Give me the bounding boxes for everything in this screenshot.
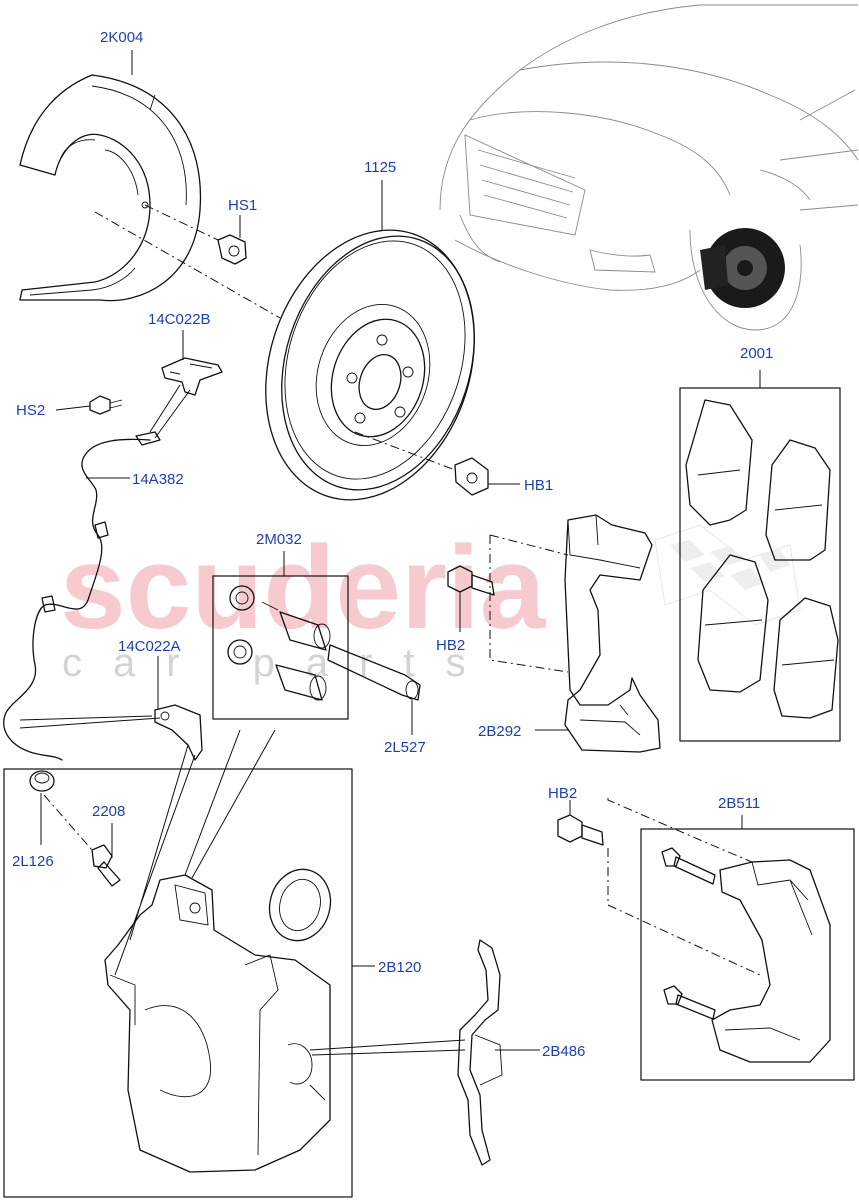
label-14A382: 14A382 bbox=[132, 471, 184, 488]
leader-lines bbox=[19, 50, 761, 1056]
label-HB2-bottom: HB2 bbox=[548, 785, 577, 802]
label-2B120: 2B120 bbox=[378, 959, 421, 976]
label-14C022B: 14C022B bbox=[148, 311, 211, 328]
part-14C022B-bracket bbox=[161, 357, 223, 396]
part-2B120-caliper bbox=[104, 868, 332, 1173]
part-1125-brake-disc bbox=[265, 229, 475, 501]
part-HB1-bolt bbox=[454, 457, 489, 496]
assembly-lines bbox=[43, 204, 761, 976]
callout-labels: 2K004 1125 HS1 14C022B HS2 14A382 2001 H… bbox=[12, 29, 773, 1060]
part-2M032-boot-kit bbox=[227, 585, 331, 701]
label-2L527: 2L527 bbox=[384, 739, 426, 756]
label-2B511: 2B511 bbox=[718, 795, 760, 812]
part-HB2-bolt-bottom bbox=[557, 814, 604, 846]
part-2001-brake-pads bbox=[685, 399, 839, 719]
part-HS1-bolt bbox=[217, 234, 247, 265]
vehicle-illustration bbox=[439, 4, 859, 331]
label-2M032: 2M032 bbox=[256, 531, 302, 548]
part-14C022A-bracket bbox=[154, 704, 203, 761]
box-2M032 bbox=[212, 575, 349, 720]
box-2B120 bbox=[3, 768, 353, 1198]
label-2L126: 2L126 bbox=[12, 853, 54, 870]
part-HB2-bolt-top bbox=[447, 565, 495, 596]
label-2001: 2001 bbox=[740, 345, 773, 362]
part-2208-bleed-screw bbox=[91, 844, 121, 887]
part-2B486-spring bbox=[457, 939, 503, 1166]
part-2K004-splash-shield bbox=[19, 74, 202, 302]
part-HS2-bolt bbox=[89, 395, 123, 415]
watermark: scuderia car parts bbox=[60, 522, 801, 685]
label-1125: 1125 bbox=[364, 159, 396, 176]
part-14A382-sensor-wire bbox=[3, 431, 161, 761]
watermark-flag-icon bbox=[654, 524, 801, 626]
part-2L126-cap bbox=[29, 770, 55, 792]
part-2L527-guide-pin bbox=[327, 644, 421, 701]
wheel-highlight-icon bbox=[700, 228, 785, 308]
label-2B292: 2B292 bbox=[478, 723, 521, 740]
label-HS1: HS1 bbox=[228, 197, 257, 214]
label-HB2-top: HB2 bbox=[436, 637, 465, 654]
part-2B292-carrier-bracket bbox=[564, 514, 661, 753]
label-HB1: HB1 bbox=[524, 477, 553, 494]
label-2K004: 2K004 bbox=[100, 29, 143, 46]
label-2208: 2208 bbox=[92, 803, 125, 820]
label-2B486: 2B486 bbox=[542, 1043, 585, 1060]
watermark-sub: car parts bbox=[62, 641, 497, 685]
label-14C022A: 14C022A bbox=[118, 638, 181, 655]
watermark-brand: scuderia bbox=[60, 522, 547, 654]
label-HS2: HS2 bbox=[16, 402, 45, 419]
part-2B511-carrier bbox=[661, 847, 831, 1063]
box-2B511 bbox=[640, 828, 855, 1081]
